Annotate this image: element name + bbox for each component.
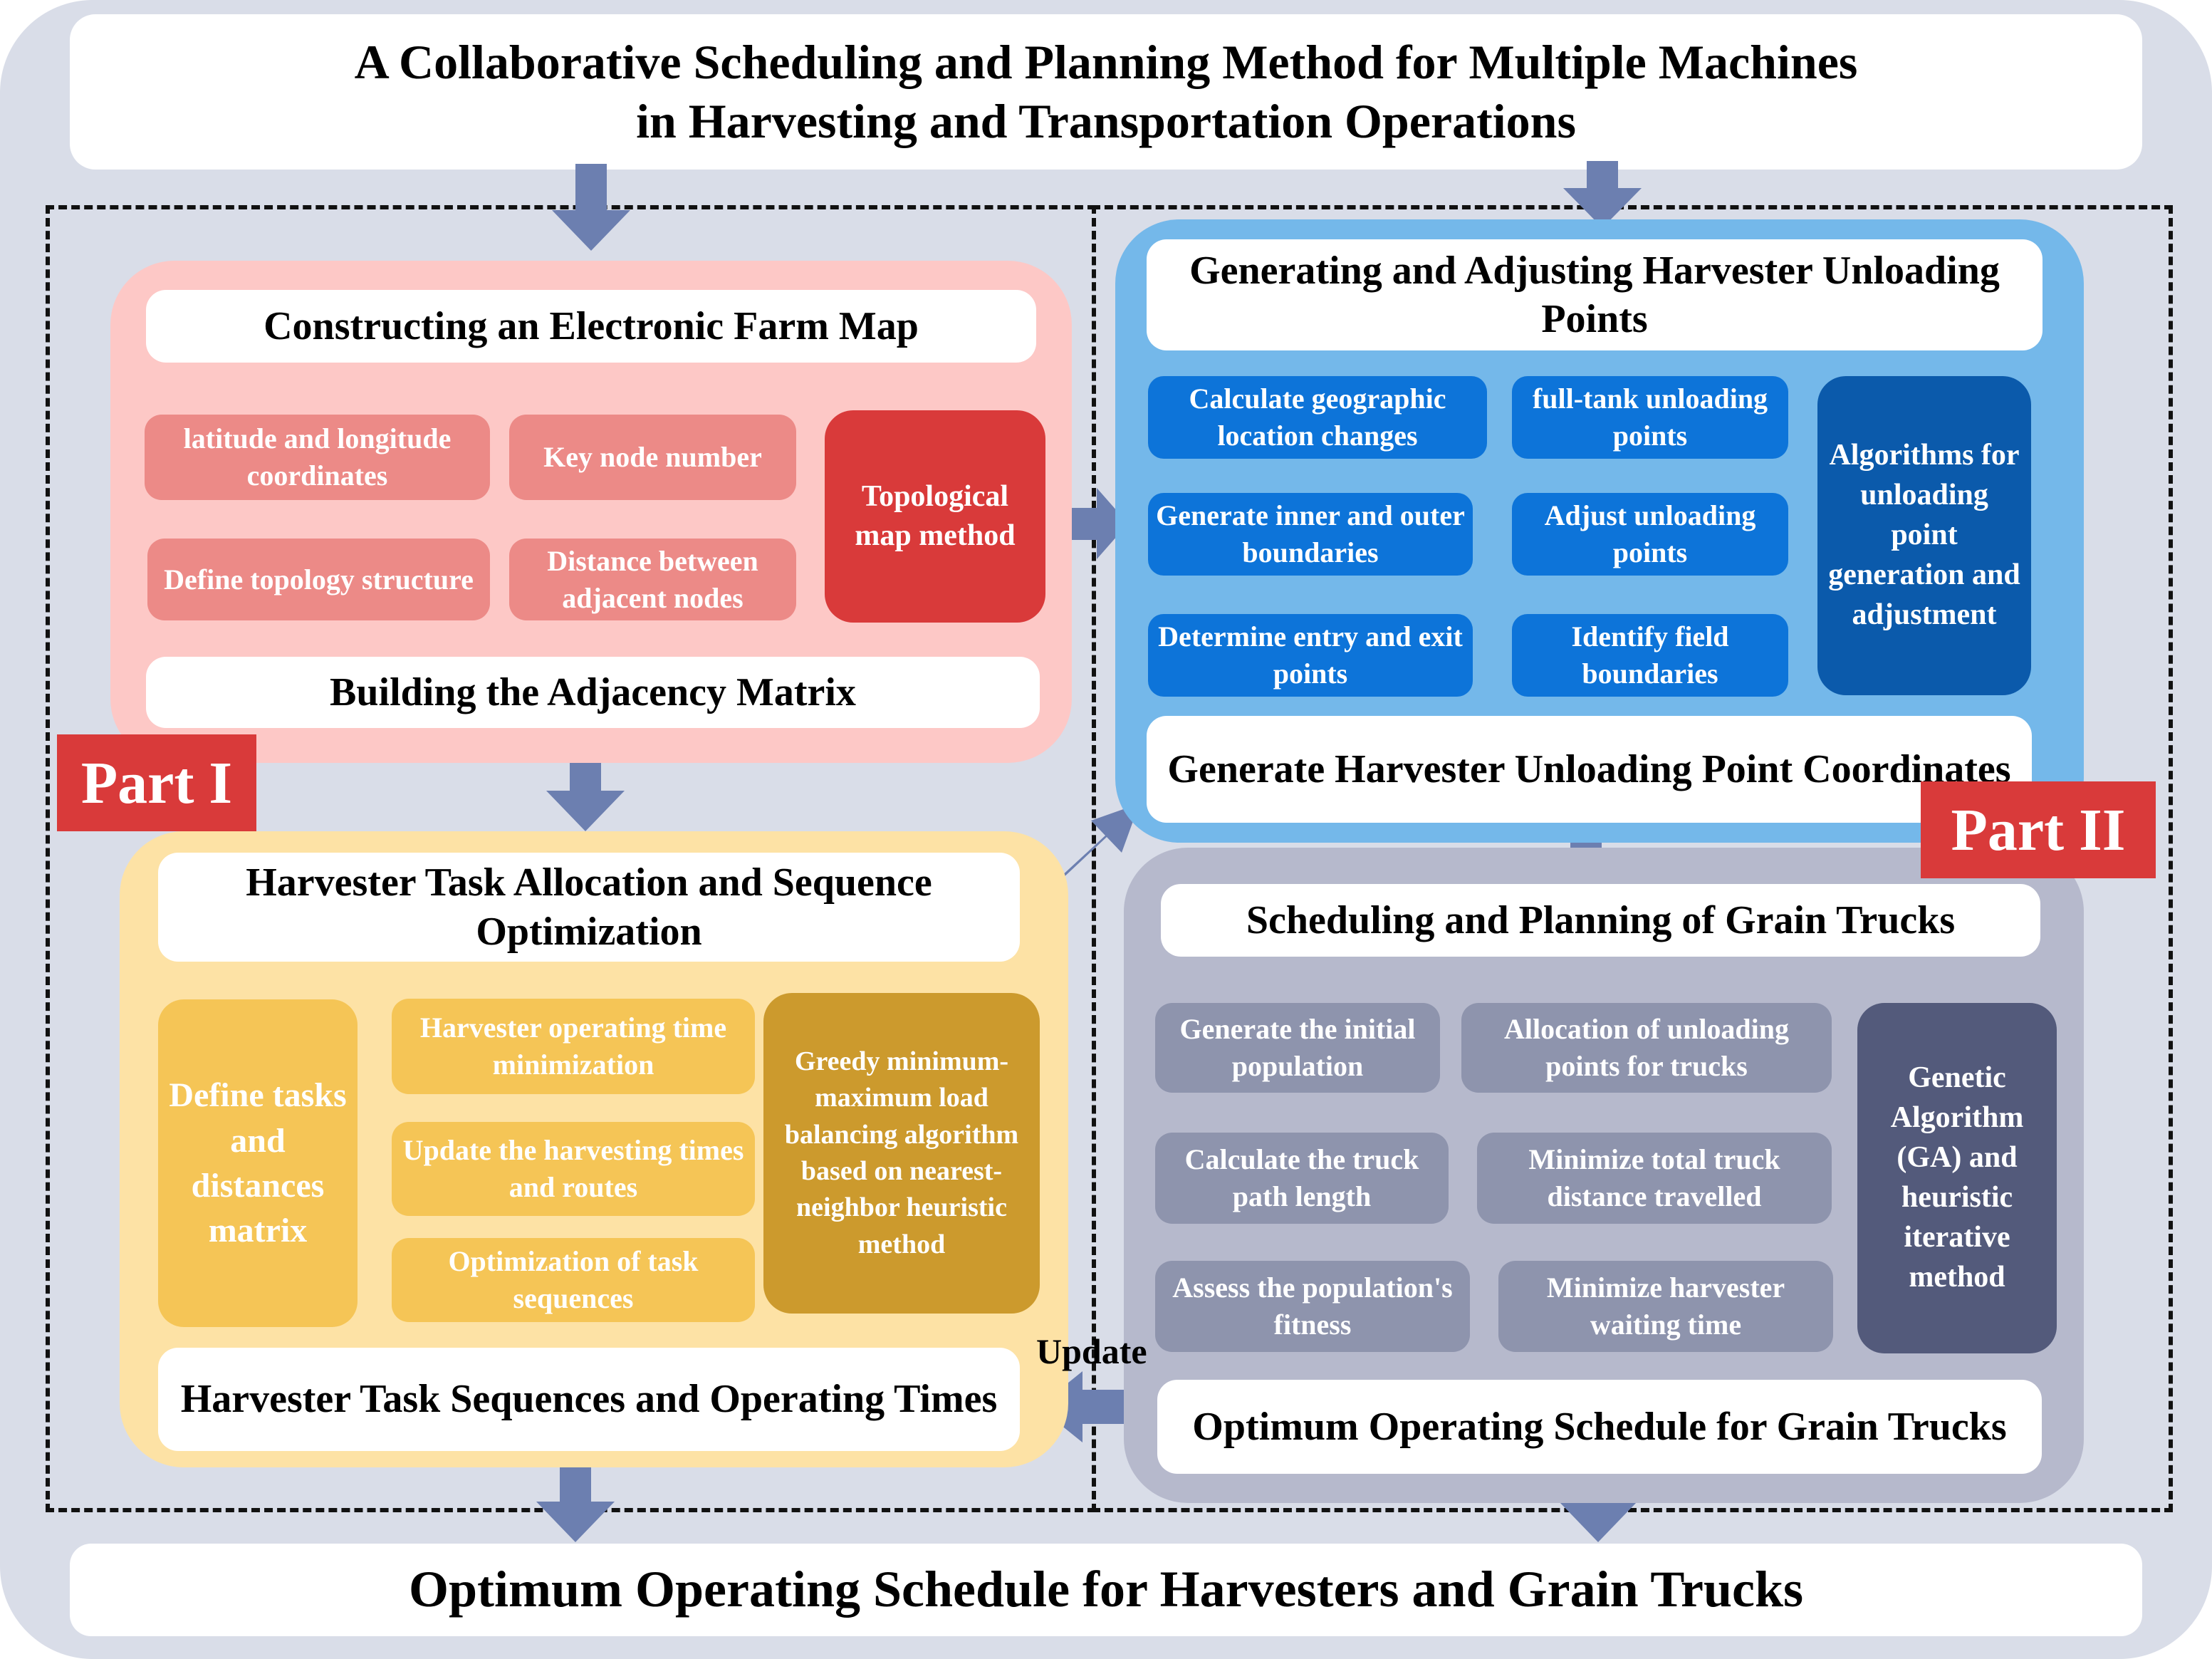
latlon-coordinates-box: latitude and longitude coordinates — [145, 415, 490, 500]
grain-truck-header: Scheduling and Planning of Grain Trucks — [1161, 884, 2040, 957]
harvester-task-footer-text: Harvester Task Sequences and Operating T… — [180, 1377, 998, 1422]
define-tasks-text: Define tasks and distances matrix — [169, 1076, 347, 1250]
field-boundaries-text: Identify field boundaries — [1571, 620, 1729, 690]
harvester-task-header: Harvester Task Allocation and Sequence O… — [158, 853, 1020, 962]
truck-path-length-box: Calculate the truck path length — [1155, 1133, 1449, 1224]
greedy-algorithm-box: Greedy minimum-maximum load balancing al… — [763, 993, 1040, 1314]
unloading-header-text: Generating and Adjusting Harvester Unloa… — [1189, 248, 2000, 341]
entry-exit-points-box: Determine entry and exit points — [1148, 614, 1473, 697]
genetic-algorithm-text: Genetic Algorithm (GA) and heuristic ite… — [1890, 1061, 2024, 1294]
arrow-map-to-unload — [1059, 488, 1128, 559]
min-truck-distance-box: Minimize total truck distance travelled — [1477, 1133, 1832, 1224]
arrow-truck-to-final — [1559, 1467, 1637, 1542]
grain-truck-header-text: Scheduling and Planning of Grain Trucks — [1246, 898, 1956, 942]
task-sequence-opt-text: Optimization of task sequences — [448, 1245, 699, 1314]
define-topology-box: Define topology structure — [147, 539, 490, 620]
adjacency-matrix-text: Building the Adjacency Matrix — [330, 670, 856, 714]
arrow-truck-to-harvester-update — [1038, 1371, 1161, 1442]
arrow-harvester-to-unload — [1040, 804, 1139, 880]
arrow-harvester-to-final — [536, 1460, 615, 1542]
initial-population-text: Generate the initial population — [1179, 1013, 1416, 1082]
part2-dashed-frame — [1092, 205, 2173, 1512]
entry-exit-points-text: Determine entry and exit points — [1158, 620, 1463, 690]
final-result-text: Optimum Operating Schedule for Harvester… — [408, 1561, 1804, 1618]
min-truck-distance-text: Minimize total truck distance travelled — [1528, 1143, 1780, 1212]
arrow-map-to-harvester — [546, 752, 625, 831]
genetic-algorithm-box: Genetic Algorithm (GA) and heuristic ite… — [1857, 1003, 2057, 1353]
topological-map-method-text: Topological map method — [855, 480, 1016, 552]
node-distance-box: Distance between adjacent nodes — [509, 539, 796, 620]
update-label: Update — [1036, 1331, 1147, 1372]
arrow-title-to-map — [552, 164, 630, 251]
unloading-algorithms-text: Algorithms for unloading point generatio… — [1828, 439, 2020, 631]
operating-time-min-box: Harvester operating time minimization — [392, 999, 755, 1094]
topological-map-method-box: Topological map method — [825, 410, 1045, 623]
inner-outer-boundaries-text: Generate inner and outer boundaries — [1156, 499, 1465, 568]
part-2-label: Part II — [1921, 781, 2156, 878]
farm-map-header-text: Constructing an Electronic Farm Map — [264, 303, 919, 348]
grain-truck-footer-text: Optimum Operating Schedule for Grain Tru… — [1192, 1404, 2007, 1449]
title-box: A Collaborative Scheduling and Planning … — [70, 14, 2142, 170]
part-1-label: Part I — [57, 734, 256, 831]
final-result-box: Optimum Operating Schedule for Harvester… — [70, 1544, 2142, 1636]
inner-outer-boundaries-box: Generate inner and outer boundaries — [1148, 493, 1473, 576]
adjust-unloading-points-text: Adjust unloading points — [1544, 499, 1756, 568]
latlon-coordinates-text: latitude and longitude coordinates — [183, 422, 452, 492]
key-node-number-text: Key node number — [543, 441, 762, 473]
min-waiting-time-text: Minimize harvester waiting time — [1546, 1271, 1785, 1341]
geo-location-changes-box: Calculate geographic location changes — [1148, 376, 1487, 459]
part-1-label-text: Part I — [80, 749, 233, 816]
allocation-unloading-trucks-text: Allocation of unloading points for truck… — [1503, 1013, 1790, 1082]
key-node-number-box: Key node number — [509, 415, 796, 500]
unloading-footer-text: Generate Harvester Unloading Point Coord… — [1167, 747, 2011, 791]
adjacency-matrix-footer: Building the Adjacency Matrix — [146, 657, 1040, 728]
unloading-header: Generating and Adjusting Harvester Unloa… — [1147, 239, 2043, 350]
full-tank-points-text: full-tank unloading points — [1532, 383, 1768, 452]
population-fitness-box: Assess the population's fitness — [1155, 1261, 1470, 1352]
farm-map-header: Constructing an Electronic Farm Map — [146, 290, 1036, 363]
geo-location-changes-text: Calculate geographic location changes — [1189, 383, 1446, 452]
field-boundaries-box: Identify field boundaries — [1512, 614, 1788, 697]
unloading-algorithms-box: Algorithms for unloading point generatio… — [1817, 376, 2031, 695]
arrow-title-to-unload — [1563, 161, 1642, 228]
allocation-unloading-trucks-box: Allocation of unloading points for truck… — [1461, 1003, 1832, 1093]
title-line-1: A Collaborative Scheduling and Planning … — [354, 35, 1858, 90]
update-times-routes-box: Update the harvesting times and routes — [392, 1122, 755, 1216]
full-tank-points-box: full-tank unloading points — [1512, 376, 1788, 459]
update-times-routes-text: Update the harvesting times and routes — [402, 1134, 744, 1203]
define-tasks-box: Define tasks and distances matrix — [158, 999, 358, 1327]
update-label-text: Update — [1036, 1331, 1147, 1371]
task-sequence-opt-box: Optimization of task sequences — [392, 1238, 755, 1322]
define-topology-text: Define topology structure — [164, 563, 474, 596]
truck-path-length-text: Calculate the truck path length — [1184, 1143, 1419, 1212]
harvester-task-header-text: Harvester Task Allocation and Sequence O… — [246, 860, 932, 954]
adjust-unloading-points-box: Adjust unloading points — [1512, 493, 1788, 576]
initial-population-box: Generate the initial population — [1155, 1003, 1440, 1093]
harvester-task-footer: Harvester Task Sequences and Operating T… — [158, 1348, 1020, 1451]
node-distance-text: Distance between adjacent nodes — [547, 544, 758, 614]
grain-truck-footer: Optimum Operating Schedule for Grain Tru… — [1157, 1380, 2042, 1474]
title-line-2: in Harvesting and Transportation Operati… — [636, 94, 1576, 148]
unloading-footer: Generate Harvester Unloading Point Coord… — [1147, 716, 2032, 823]
population-fitness-text: Assess the population's fitness — [1172, 1271, 1453, 1341]
min-waiting-time-box: Minimize harvester waiting time — [1498, 1261, 1833, 1352]
operating-time-min-text: Harvester operating time minimization — [419, 1011, 727, 1081]
greedy-algorithm-text: Greedy minimum-maximum load balancing al… — [784, 1046, 1019, 1259]
part-2-label-text: Part II — [1951, 796, 2126, 863]
